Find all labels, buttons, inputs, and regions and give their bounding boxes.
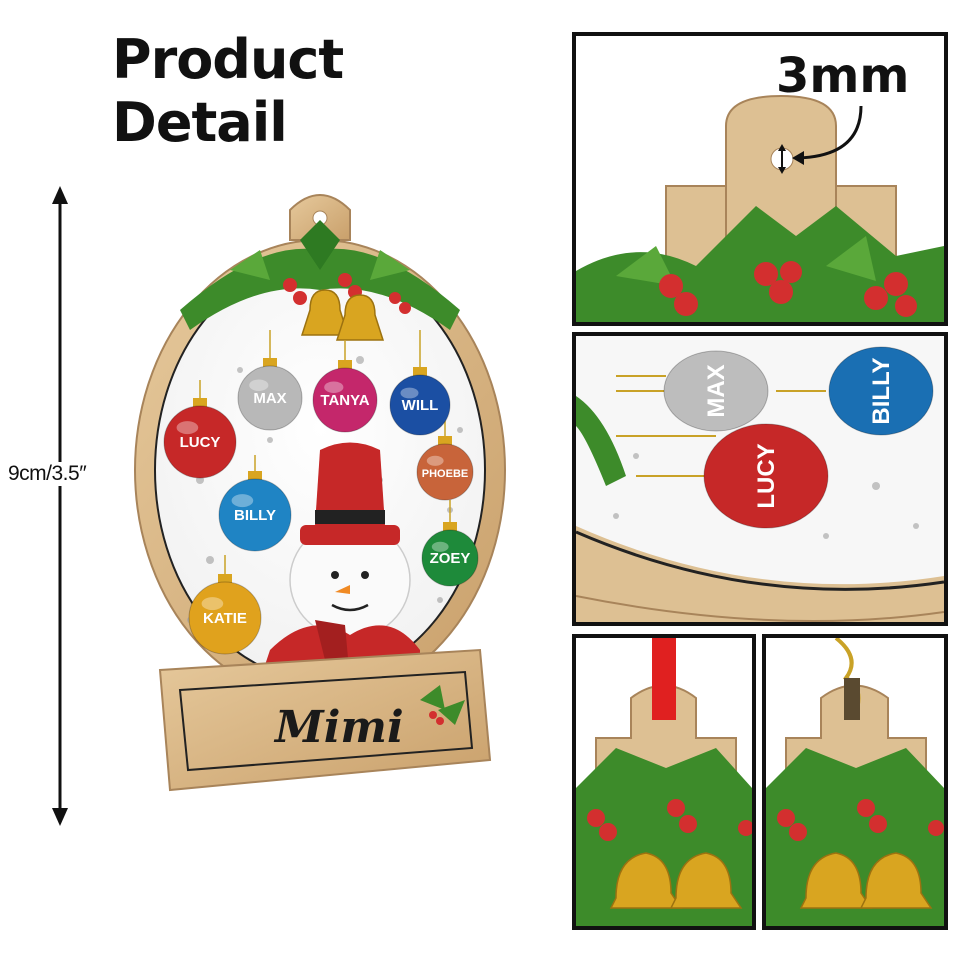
- holly-sprig-icon: [420, 685, 465, 725]
- closeup-ball-label: LUCY: [753, 443, 780, 508]
- name-ball-billy: BILLY: [218, 471, 292, 552]
- bells-icon: [799, 852, 933, 909]
- bells-icon: [609, 852, 743, 909]
- page-title: Product Detail: [112, 28, 344, 154]
- hole-size-label: 3mm: [776, 48, 910, 104]
- closeup-ball-lucy: LUCY: [703, 423, 829, 529]
- height-dimension-arrow: [52, 186, 68, 826]
- name-ball-max: MAX: [237, 358, 303, 431]
- name-ball-lucy: LUCY: [163, 398, 237, 479]
- closeup-hanger-hole: [572, 32, 948, 326]
- name-ball-zoey: ZOEY: [421, 522, 479, 587]
- closeup-gold-string: [762, 634, 948, 930]
- ornament-main-image: MAX TANYA WILL LUCY PHOEBE BILLY ZOEY KATIE Mim…: [134, 194, 506, 792]
- red-ribbon: [652, 638, 676, 720]
- name-ball-label: WILL: [402, 397, 439, 414]
- closeup-name-balls: MAX BILLY LUCY: [572, 332, 948, 626]
- closeup-ball-label: MAX: [703, 364, 730, 417]
- name-ball-katie: KATIE: [188, 574, 262, 655]
- name-ball-will: WILL: [389, 367, 451, 436]
- name-ball-label: KATIE: [203, 610, 247, 627]
- name-ball-tanya: TANYA: [312, 360, 378, 433]
- name-ball-label: BILLY: [234, 507, 276, 524]
- ornament-balls: MAX TANYA WILL LUCY PHOEBE BILLY ZOEY KATIE: [163, 358, 479, 655]
- name-ball-label: ZOEY: [430, 550, 471, 567]
- dimension-label: 9cm/3.5″: [8, 462, 128, 486]
- closeup-ball-max: MAX: [663, 350, 769, 432]
- name-plate-text: Mimi: [273, 702, 404, 753]
- closeup-ball-billy: BILLY: [828, 346, 934, 436]
- name-ball-label: PHOEBE: [422, 468, 468, 480]
- name-ball-phoebe: PHOEBE: [416, 436, 474, 501]
- closeup-balls: MAX BILLY LUCY: [663, 346, 934, 529]
- name-plate: [158, 648, 492, 792]
- bells: [300, 289, 385, 341]
- name-ball-label: LUCY: [180, 434, 221, 451]
- closeup-red-ribbon: [572, 634, 756, 930]
- name-ball-label: MAX: [253, 390, 286, 407]
- holly-garland: [180, 220, 460, 330]
- pointer-arrow: [797, 105, 863, 160]
- name-ball-label: TANYA: [320, 392, 369, 409]
- closeup-ball-label: BILLY: [868, 357, 895, 424]
